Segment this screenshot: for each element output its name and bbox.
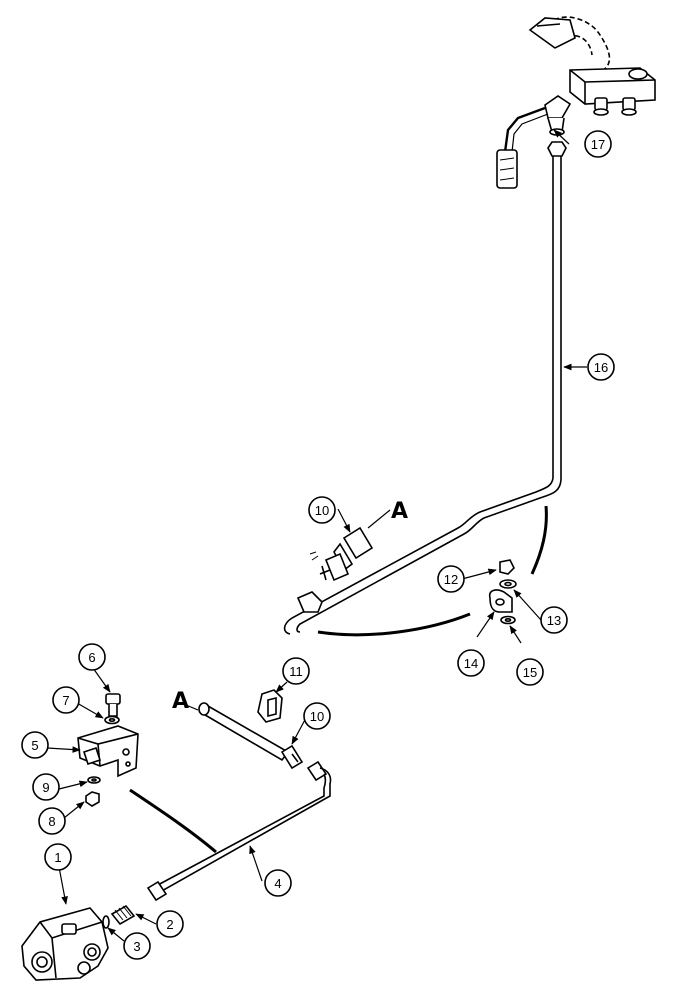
callout-circle [303, 702, 331, 730]
callout-label: 13 [547, 613, 561, 628]
callout-label: 4 [274, 876, 281, 891]
callout-c11: 11 [282, 657, 310, 685]
callout-circle [308, 496, 336, 524]
callout-circle [282, 657, 310, 685]
callout-c2: 2 [156, 910, 184, 938]
callout-circle [587, 353, 615, 381]
callout-label: 8 [48, 814, 55, 829]
callout-circle [516, 658, 544, 686]
callout-c8: 8 [38, 807, 66, 835]
callout-label: 9 [42, 780, 49, 795]
callout-c14: 14 [457, 649, 485, 677]
manifold-assembly [496, 16, 656, 189]
tube-16 [283, 141, 567, 635]
callout-label: 11 [289, 664, 303, 679]
clip-part-11 [257, 689, 283, 723]
callout-circle [584, 130, 612, 158]
clamp-hardware-12-15 [488, 559, 517, 625]
callout-label: 6 [88, 650, 95, 665]
valve-block-part-1 [21, 904, 136, 981]
sender-part-10-upper [309, 526, 374, 582]
callout-c9: 9 [32, 773, 60, 801]
callout-c17: 17 [584, 130, 612, 158]
callout-circle [540, 606, 568, 634]
callout-label: 17 [591, 137, 605, 152]
callout-c15: 15 [516, 658, 544, 686]
leader-lines [46, 129, 587, 942]
callout-label: 2 [166, 917, 173, 932]
bracket-group-5-9 [77, 693, 139, 807]
callout-label: 12 [444, 572, 458, 587]
hose-part-10-lower [198, 702, 304, 770]
section-marker-a-upper: A [391, 499, 408, 524]
callout-c7: 7 [52, 686, 80, 714]
callout-label: 7 [62, 693, 69, 708]
callout-label: 16 [594, 360, 608, 375]
callout-circle [123, 932, 151, 960]
callout-c6: 6 [78, 643, 106, 671]
callout-label: 1 [54, 850, 61, 865]
callout-label: 15 [523, 665, 537, 680]
callout-label: 10 [315, 503, 329, 518]
tube-4 [146, 760, 332, 902]
callout-circle [44, 843, 72, 871]
callout-c16: 16 [587, 353, 615, 381]
callout-label: 3 [133, 939, 140, 954]
callout-circle [78, 643, 106, 671]
callout-label: 10 [310, 709, 324, 724]
callout-circle [38, 807, 66, 835]
callout-c1: 1 [44, 843, 72, 871]
callout-c10a: 10 [308, 496, 336, 524]
callout-circle [21, 731, 49, 759]
callout-circle [156, 910, 184, 938]
callout-c4: 4 [264, 869, 292, 897]
callout-label: 5 [31, 738, 38, 753]
assembly-indicator-curves [129, 505, 548, 854]
callout-circle [457, 649, 485, 677]
callout-circle [264, 869, 292, 897]
callout-c10b: 10 [303, 702, 331, 730]
callout-circle [437, 565, 465, 593]
callout-label: 14 [464, 656, 478, 671]
section-marker-a-lower: A [172, 689, 189, 714]
callout-circle [52, 686, 80, 714]
callout-c13: 13 [540, 606, 568, 634]
callout-circle [32, 773, 60, 801]
callout-c5: 5 [21, 731, 49, 759]
callout-c3: 3 [123, 932, 151, 960]
callout-c12: 12 [437, 565, 465, 593]
